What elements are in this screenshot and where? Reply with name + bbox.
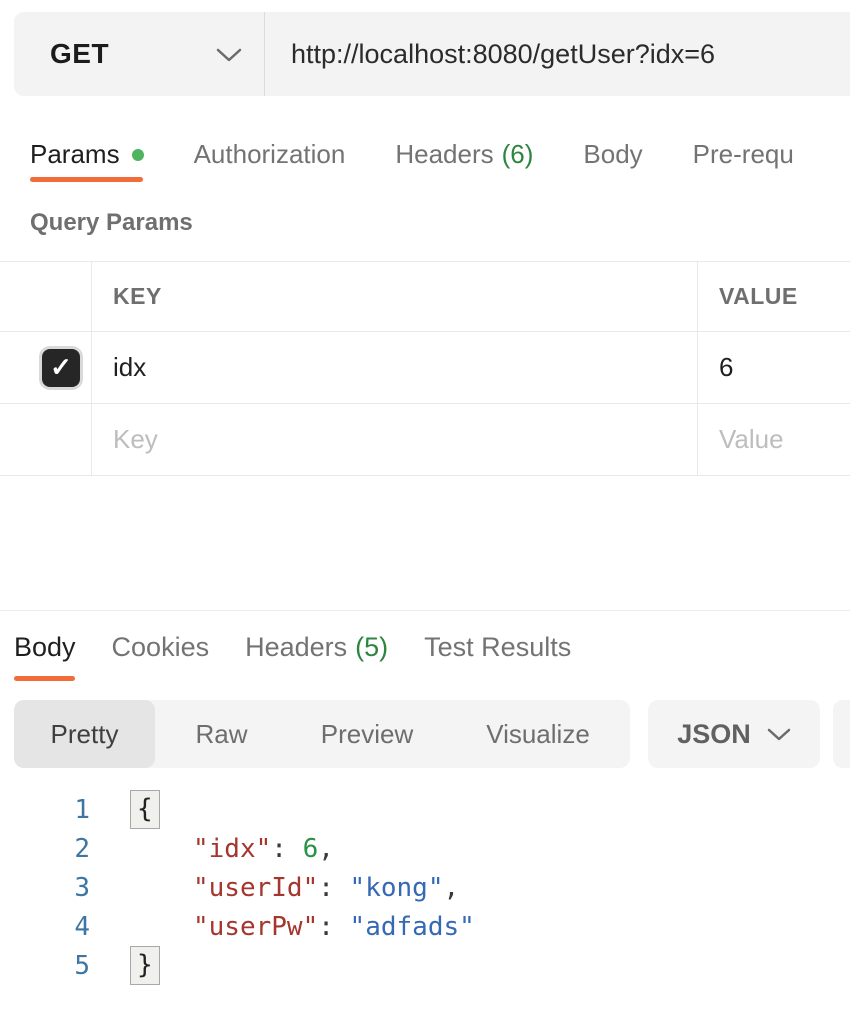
view-raw-button[interactable]: Raw — [195, 718, 248, 749]
response-toolbar: Pretty Raw Preview Visualize JSON — [0, 700, 850, 768]
tab-test-results-label: Test Results — [424, 632, 572, 662]
new-param-key-input[interactable] — [92, 424, 697, 455]
green-dot-icon — [131, 148, 144, 161]
response-body-editor[interactable]: 1 { 2 "idx": 6, 3 "userId": "kong", 4 "u… — [0, 790, 850, 985]
format-select[interactable]: JSON — [648, 700, 820, 768]
request-tabs: Params Authorization Headers (6) Body Pr… — [30, 139, 850, 170]
json-key: "idx" — [193, 833, 272, 864]
json-key: "userId" — [193, 872, 319, 903]
tab-test-results[interactable]: Test Results — [424, 632, 571, 663]
tab-body-label: Body — [583, 139, 643, 169]
line-number: 3 — [74, 872, 90, 903]
clipboard-button[interactable] — [833, 700, 850, 768]
checkmark-icon: ✓ — [50, 352, 72, 382]
tab-params-label: Params — [30, 139, 120, 169]
tab-cookies[interactable]: Cookies — [112, 632, 210, 663]
value-column-label: VALUE — [719, 283, 798, 309]
format-select-label: JSON — [677, 718, 751, 749]
line-number: 4 — [74, 911, 90, 942]
tab-headers-count: (6) — [501, 139, 534, 169]
tab-headers[interactable]: Headers (6) — [395, 139, 533, 170]
tab-response-headers-label: Headers — [245, 632, 348, 662]
fold-toggle[interactable]: { — [130, 790, 160, 829]
tab-response-headers[interactable]: Headers (5) — [245, 632, 388, 663]
response-section-divider — [0, 610, 850, 611]
json-string-value: "adfads" — [349, 911, 475, 942]
tab-response-body[interactable]: Body — [14, 632, 76, 663]
query-params-title: Query Params — [30, 209, 193, 236]
param-key-input[interactable] — [92, 352, 697, 383]
tab-headers-label: Headers — [395, 139, 494, 169]
tab-response-body-label: Body — [14, 632, 76, 662]
chevron-down-icon — [767, 728, 791, 741]
table-row: ✓ — [0, 332, 850, 404]
active-tab-underline — [30, 177, 143, 182]
value-column-header: VALUE — [698, 262, 850, 331]
table-header-row: KEY VALUE — [0, 262, 850, 332]
param-enabled-checkbox[interactable]: ✓ — [42, 348, 80, 387]
view-pretty-button[interactable]: Pretty — [14, 700, 155, 768]
checkbox-column-header — [0, 262, 92, 331]
line-number: 1 — [74, 794, 90, 825]
method-label: GET — [50, 38, 110, 69]
code-line: 5 } — [0, 946, 850, 985]
json-key: "userPw" — [193, 911, 319, 942]
tab-cookies-label: Cookies — [111, 632, 210, 662]
tab-authorization-label: Authorization — [193, 139, 346, 169]
line-number: 5 — [74, 950, 90, 981]
fold-toggle[interactable]: } — [130, 946, 160, 985]
line-number: 2 — [74, 833, 90, 864]
query-params-table: KEY VALUE ✓ — [0, 261, 850, 476]
code-line: 3 "userId": "kong", — [0, 868, 850, 907]
key-column-header: KEY — [92, 262, 698, 331]
url-input[interactable] — [265, 12, 850, 96]
code-line: 4 "userPw": "adfads" — [0, 907, 850, 946]
view-preview-button[interactable]: Preview — [320, 718, 414, 749]
tab-response-headers-count: (5) — [355, 632, 389, 662]
code-line: 2 "idx": 6, — [0, 829, 850, 868]
response-tabs: Body Cookies Headers (5) Test Results — [14, 632, 571, 663]
url-bar: GET — [14, 12, 850, 96]
key-column-label: KEY — [113, 283, 162, 309]
view-visualize-button[interactable]: Visualize — [486, 718, 590, 749]
tab-authorization[interactable]: Authorization — [194, 139, 346, 170]
tab-params[interactable]: Params — [30, 139, 144, 170]
param-value-input[interactable] — [698, 352, 850, 383]
json-string-value: "kong" — [349, 872, 444, 903]
tab-pre-request-label: Pre-requ — [692, 139, 794, 169]
active-response-tab-underline — [14, 676, 75, 681]
chevron-down-icon — [216, 48, 242, 62]
json-number-value: 6 — [302, 833, 319, 864]
code-line: 1 { — [0, 790, 850, 829]
tab-pre-request[interactable]: Pre-requ — [693, 139, 794, 170]
new-param-value-input[interactable] — [698, 424, 850, 455]
tab-body[interactable]: Body — [583, 139, 642, 170]
method-selector[interactable]: GET — [14, 12, 265, 96]
view-toggle-group: Pretty Raw Preview Visualize — [14, 700, 630, 768]
table-row-empty — [0, 404, 850, 476]
